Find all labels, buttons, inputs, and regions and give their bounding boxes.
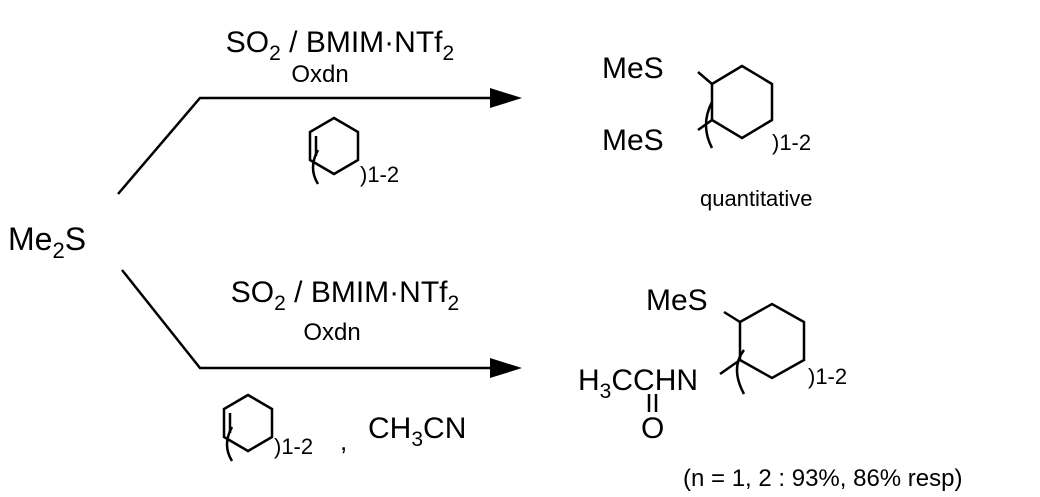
bottom-product-ring: [647, 302, 806, 412]
top-reaction-arrow: [117, 88, 522, 195]
bottom-product-acetamide: H3CCHN: [578, 364, 698, 403]
top-product-mes-upper: MeS: [602, 52, 664, 85]
top-reagent-label: SO2 / BMIM·NTf2: [226, 26, 454, 65]
top-cycloalkene-ring: [308, 116, 360, 185]
bottom-ring-size-label: )1-2: [274, 434, 313, 459]
reactant-dimethyl-sulfide: Me2S: [8, 221, 86, 263]
bottom-reaction-arrow: [121, 269, 522, 378]
bottom-product-mes: MeS: [646, 284, 708, 317]
bottom-condition-label: Oxdn: [303, 319, 360, 346]
bottom-solvent-label: CH3CN: [368, 412, 466, 451]
bottom-product-ring-size-label: )1-2: [808, 364, 847, 389]
bottom-comma: ,: [340, 426, 347, 456]
top-product-ring: [697, 64, 774, 149]
top-yield-label: quantitative: [700, 186, 813, 211]
bottom-yield-label: (n = 1, 2 : 93%, 86% resp): [683, 465, 962, 492]
top-ring-size-label: )1-2: [360, 162, 399, 187]
bottom-cycloalkene-ring: [222, 393, 274, 462]
top-product-ring-size-label: )1-2: [772, 130, 811, 155]
bottom-product-carbonyl-oxygen: O: [641, 412, 664, 445]
top-condition-label: Oxdn: [291, 61, 348, 88]
top-product-mes-lower: MeS: [602, 124, 664, 157]
bottom-reagent-label: SO2 / BMIM·NTf2: [231, 276, 459, 315]
